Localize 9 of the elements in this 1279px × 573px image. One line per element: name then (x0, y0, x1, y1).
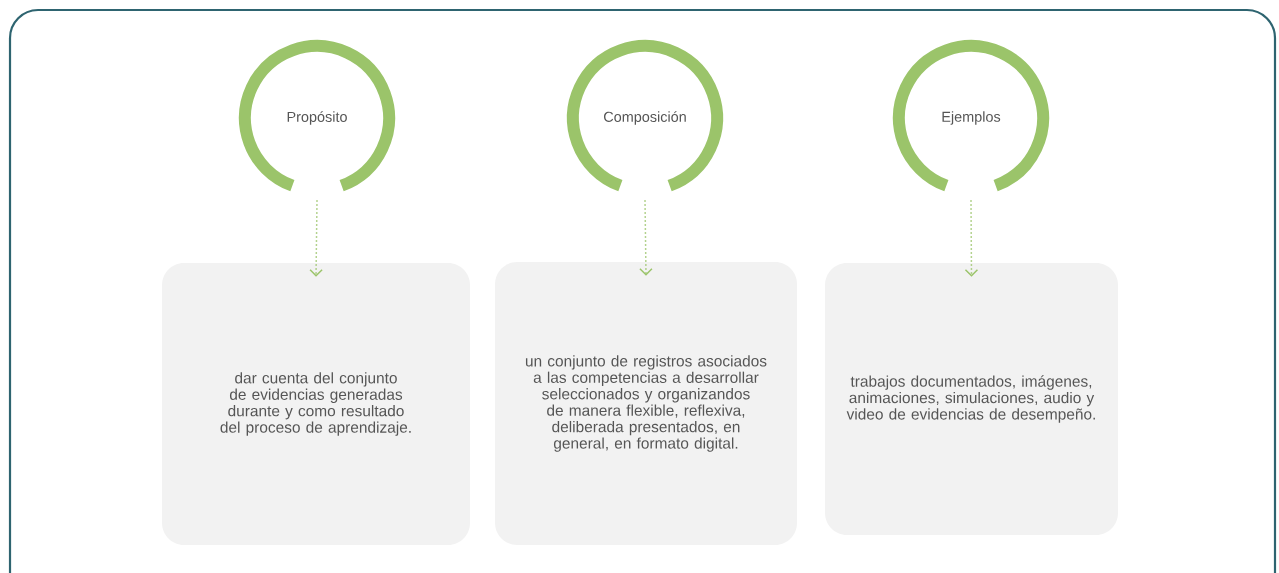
arrow (309, 199, 323, 277)
arrow (639, 199, 653, 276)
text-box: dar cuenta del conjunto de evidencias generadas durante y como resultado del proceso de aprendizaje. (162, 263, 470, 545)
ring: Propósito (239, 40, 395, 192)
ring: Ejemplos (893, 40, 1049, 192)
ring: Composición (567, 40, 723, 192)
text-box: un conjunto de registros asociados a las competencias a desarrollar seleccionados y organizandos de manera flexible, reflexiva, deliberada presentados, en general, en formato digital. (495, 262, 797, 545)
arrow (964, 199, 979, 277)
text-box: trabajos documentados, imágenes, animaciones, simulaciones, audio y video de evidencias de desempeño. (825, 263, 1118, 535)
